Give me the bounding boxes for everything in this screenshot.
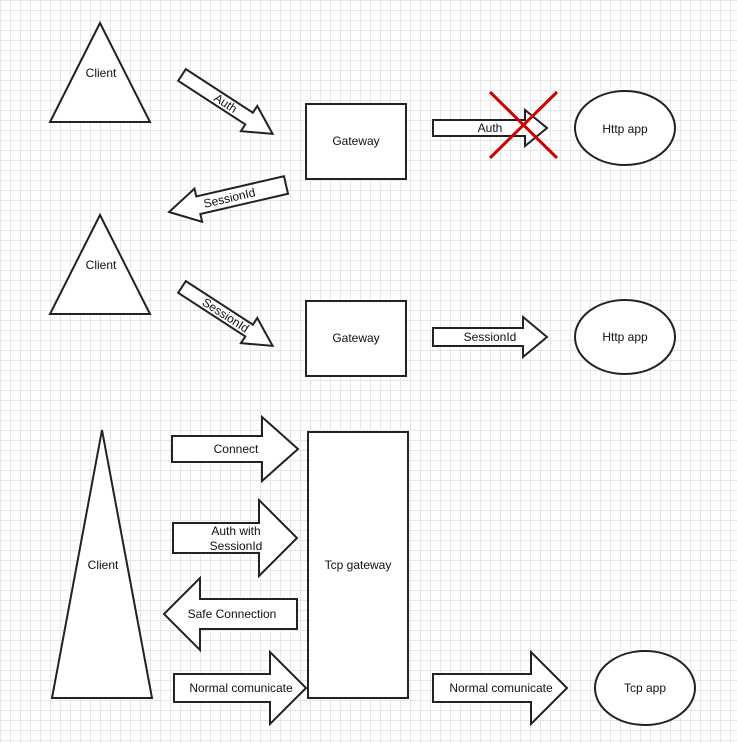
- client-label-3: Client: [88, 558, 119, 572]
- tcp-gateway-label: Tcp gateway: [325, 558, 392, 572]
- gateway-label-1: Gateway: [332, 134, 379, 148]
- gateway-box-1: Gateway: [305, 103, 407, 180]
- client-triangle-1: Client: [48, 20, 152, 123]
- normal-comunicate-out-arrow: Normal comunicate: [432, 649, 569, 727]
- http-app-label-1: Http app: [602, 122, 648, 136]
- normal-comunicate-in-arrow: Normal comunicate: [173, 649, 308, 727]
- tcp-app-label: Tcp app: [624, 681, 666, 695]
- client-triangle-3: Client: [50, 429, 154, 699]
- auth-blocked-label: Auth: [478, 121, 503, 135]
- safe-connection-arrow: Safe Connection: [162, 575, 298, 653]
- sessionid-out-label: SessionId: [464, 330, 517, 344]
- sessionid-label-3: SessionId: [210, 539, 263, 553]
- sessionid-return-arrow: SessionId: [167, 175, 290, 224]
- normal-comunicate-in-label: Normal comunicate: [189, 681, 293, 695]
- tcp-gateway-box: Tcp gateway: [307, 431, 409, 699]
- http-app-label-2: Http app: [602, 330, 648, 344]
- connect-label: Connect: [214, 442, 259, 456]
- http-app-ellipse-1: Http app: [574, 90, 676, 166]
- gateway-label-2: Gateway: [332, 331, 379, 345]
- client-label-2: Client: [86, 258, 117, 272]
- client-label-1: Client: [86, 66, 117, 80]
- sessionid-arrow-label-2: SessionId: [200, 295, 252, 335]
- sessionid-arrow-2: SessionId: [176, 279, 275, 347]
- http-app-ellipse-2: Http app: [574, 299, 676, 375]
- auth-with-sessionid-arrow: Auth with SessionId: [172, 497, 299, 579]
- auth-arrow-1: Auth: [176, 67, 275, 135]
- sessionid-out-arrow: SessionId: [432, 314, 549, 360]
- client-triangle-2: Client: [48, 212, 152, 315]
- blocked-cross-icon: [488, 90, 559, 160]
- tcp-app-ellipse: Tcp app: [594, 650, 696, 726]
- normal-comunicate-out-label: Normal comunicate: [449, 681, 553, 695]
- auth-with-label: Auth with: [211, 524, 260, 538]
- gateway-box-2: Gateway: [305, 300, 407, 377]
- connect-arrow: Connect: [171, 414, 300, 484]
- auth-blocked-arrow: Auth: [432, 107, 549, 149]
- safe-connection-label: Safe Connection: [188, 607, 277, 621]
